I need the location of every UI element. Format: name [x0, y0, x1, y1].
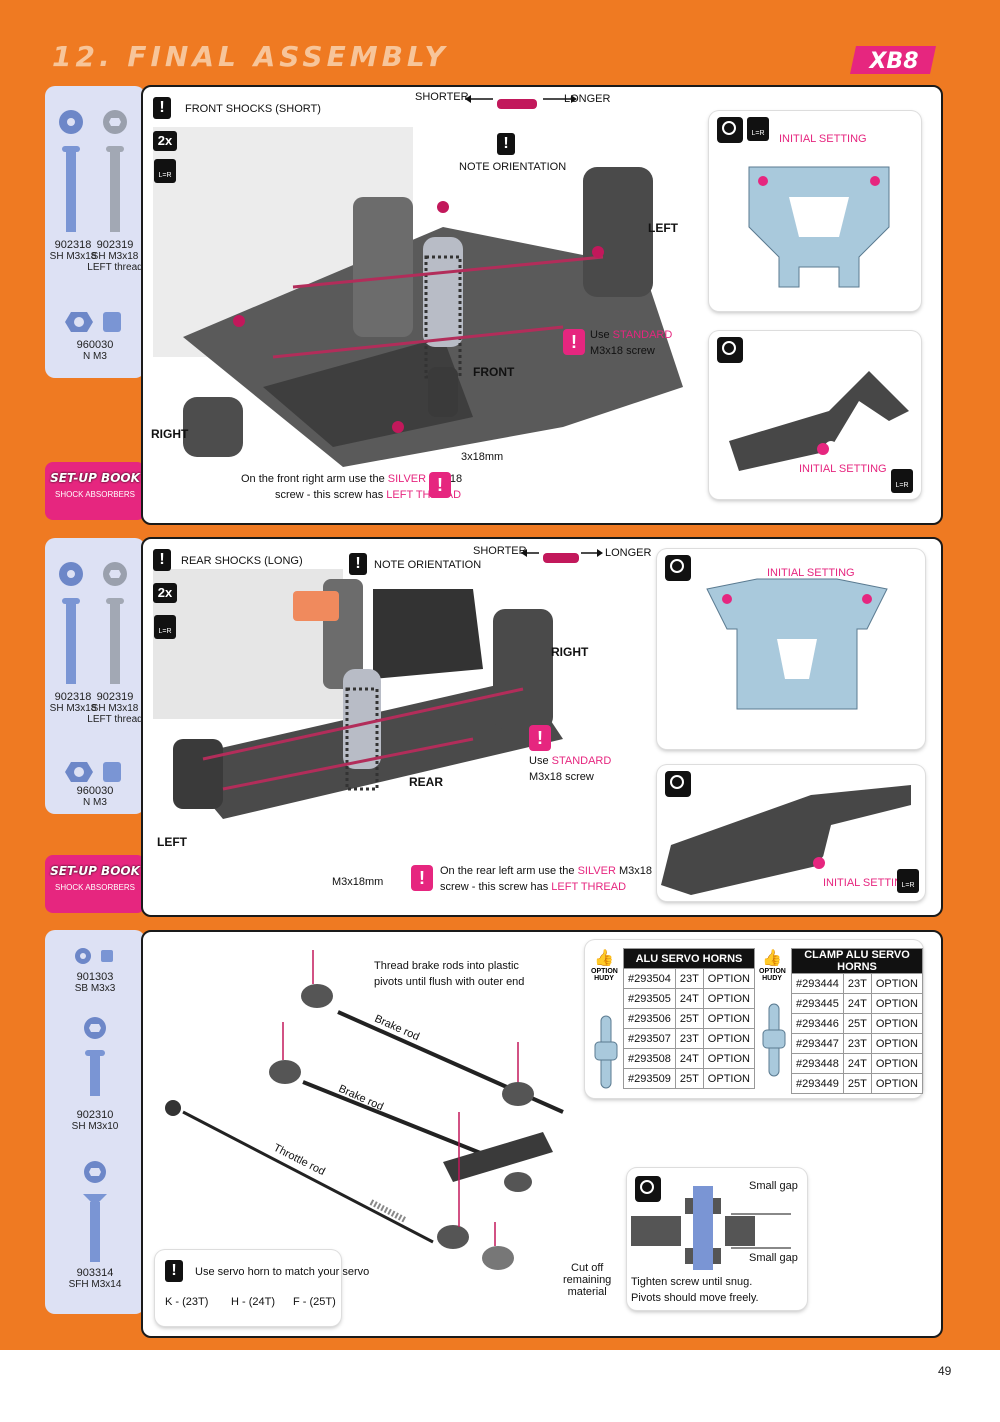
- screw-icon: [59, 110, 127, 232]
- lr-icon: L=R: [154, 159, 176, 183]
- svg-text:XB8: XB8: [867, 49, 918, 74]
- alu-servo-horn-image: [594, 1015, 618, 1089]
- note-warning-icon: !: [497, 133, 515, 155]
- page-number: 49: [938, 1364, 952, 1378]
- clamp-servo-horn-image: [762, 1003, 786, 1077]
- nut-icon: [65, 762, 121, 782]
- detail-icon: [717, 337, 743, 363]
- option-hudy-icon: 👍 OPTION HUDY: [759, 950, 786, 982]
- lower-arm-image: [729, 371, 909, 471]
- left-thread-warning-icon: !: [429, 472, 451, 498]
- detail-icon: [665, 555, 691, 581]
- standard-warning-icon: !: [529, 725, 551, 751]
- brake-throttle-linkage-illustration: [165, 950, 564, 1270]
- detail-icon: [635, 1176, 661, 1202]
- shock-length-arrows: [521, 549, 603, 563]
- nut-icon: [65, 312, 121, 332]
- page-title: 12. FINAL ASSEMBLY: [52, 40, 449, 73]
- qty-icon: 2x: [153, 583, 177, 603]
- detail-icon: [665, 771, 691, 797]
- lr-icon: L=R: [154, 615, 176, 639]
- qty-icon: 2x: [153, 131, 177, 151]
- detail-box-arm: INITIAL SETTING L=R: [657, 765, 925, 901]
- detail-box-shock-tower: L=R INITIAL SETTING: [709, 111, 921, 311]
- left-thread-warning-icon: !: [411, 865, 433, 891]
- step3-panel: Thread brake rods into plastic pivots un…: [141, 930, 943, 1338]
- detail-icon: [717, 117, 743, 143]
- pivot-gap-diagram: [631, 1186, 791, 1270]
- rear-shocks-illustration: [153, 569, 563, 819]
- rear-lower-arm-image: [661, 785, 911, 895]
- set-screw-icon: [75, 948, 113, 964]
- servo-note-box: ! Use servo horn to match your servo K -…: [155, 1250, 369, 1326]
- warning-icon: !: [165, 1260, 183, 1282]
- note-warning-icon: !: [349, 553, 367, 575]
- detail-box-pivot: Small gap Small gap Tighten screw until …: [627, 1168, 807, 1310]
- front-shocks-illustration: [153, 127, 683, 467]
- shock-length-arrows: [465, 95, 577, 109]
- screw-icon: [84, 1017, 106, 1096]
- setup-book-badge: SET-UP BOOK SHOCK ABSORBERS: [45, 855, 145, 913]
- warning-icon: !: [153, 549, 171, 571]
- rear-shock-tower-plate: [706, 578, 888, 710]
- warning-icon: !: [153, 97, 171, 119]
- detail-box-shock-tower: INITIAL SETTING: [657, 549, 925, 749]
- step1-panel: ! FRONT SHOCKS (SHORT) 2x L=R SHORTER LO…: [141, 85, 943, 525]
- detail-box-arm: INITIAL SETTING L=R: [709, 331, 921, 499]
- option-hudy-icon: 👍 OPTION HUDY: [591, 950, 618, 982]
- countersunk-screw-icon: [83, 1161, 107, 1262]
- screw-icon: [59, 562, 127, 684]
- step2-panel: ! REAR SHOCKS (LONG) 2x L=R ! NOTE ORIEN…: [141, 537, 943, 917]
- setup-book-badge: SET-UP BOOK SHOCK ABSORBERS: [45, 462, 145, 520]
- standard-warning-icon: !: [563, 329, 585, 355]
- shock-tower-plate: [748, 166, 890, 288]
- brand-logo: XB8: [850, 46, 936, 74]
